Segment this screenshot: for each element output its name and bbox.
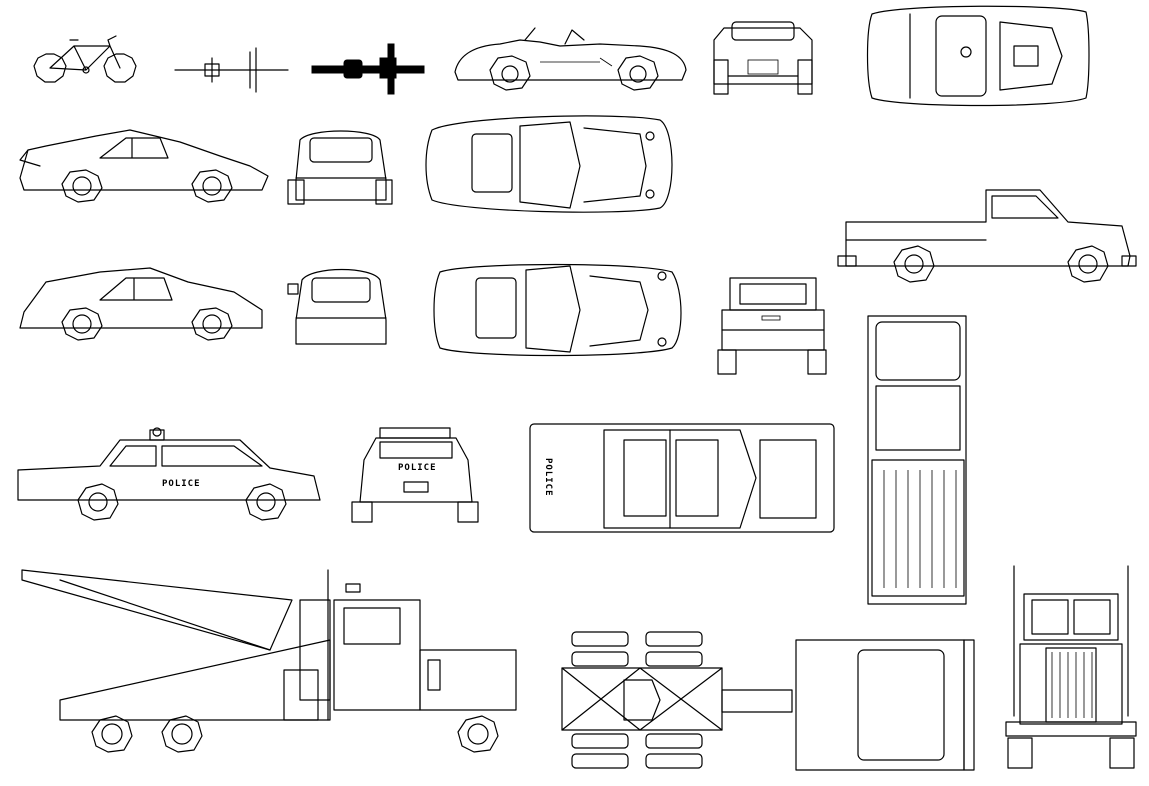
police-door-label: POLICE <box>162 479 201 489</box>
police-car-top-view: POLICE <box>529 423 835 533</box>
sports-coupe-side-view <box>19 129 269 203</box>
sports-coupe-rear-view-2 <box>287 268 387 345</box>
bicycle-top-view-bold <box>311 43 425 95</box>
semi-truck-front-view <box>1005 565 1137 769</box>
police-rear-label: POLICE <box>398 463 437 473</box>
pickup-truck-rear-view <box>717 277 827 375</box>
pickup-truck-top-view <box>867 315 967 605</box>
roadster-side-view <box>454 27 687 91</box>
bicycle-side-view <box>33 35 137 83</box>
police-roof-label: POLICE <box>543 458 553 497</box>
sports-coupe-rear-view-1 <box>287 130 393 205</box>
police-car-side-view: POLICE <box>17 427 321 521</box>
tow-truck-side-view <box>21 569 517 753</box>
sports-coupe-top-view-2 <box>433 263 682 357</box>
sports-coupe-side-view-2 <box>19 267 263 341</box>
bicycle-top-view <box>174 47 289 93</box>
roadster-top-view <box>866 5 1090 107</box>
pickup-bed-ribs <box>883 470 957 588</box>
semi-truck-top-view <box>561 631 975 771</box>
police-car-rear-view: POLICE <box>351 427 479 523</box>
sports-coupe-top-view-1 <box>425 115 673 213</box>
pickup-truck-side-view <box>837 189 1137 283</box>
roadster-rear-view <box>713 21 813 95</box>
